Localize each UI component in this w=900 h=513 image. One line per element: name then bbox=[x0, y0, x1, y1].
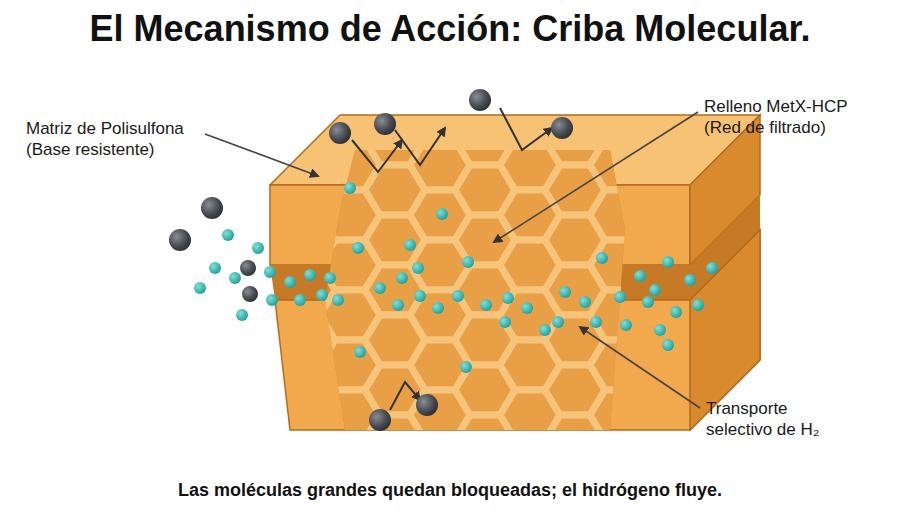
callout-label: Transporte selectivo de H₂ bbox=[706, 398, 856, 441]
diagram-title: El Mecanismo de Acción: Criba Molecular. bbox=[0, 8, 900, 50]
callout-label: Relleno MetX-HCP (Red de filtrado) bbox=[704, 96, 879, 139]
diagram-caption: Las moléculas grandes quedan bloqueadas;… bbox=[0, 480, 900, 501]
callout-label: Matriz de Polisulfona (Base resistente) bbox=[26, 118, 206, 161]
